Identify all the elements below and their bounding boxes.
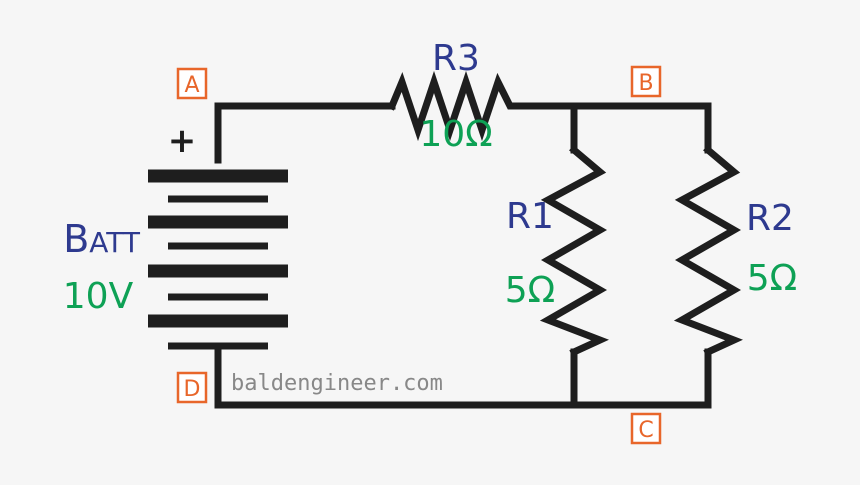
resistor-r3-name: R3 bbox=[432, 38, 480, 79]
battery-voltage-label: 10V bbox=[63, 276, 134, 317]
resistor-r1-value: 5Ω bbox=[505, 270, 555, 311]
node-c-marker: C bbox=[630, 412, 662, 445]
resistor-r3-value: 10Ω bbox=[419, 114, 492, 155]
node-d-box bbox=[176, 371, 208, 404]
node-d-label: D bbox=[184, 377, 201, 402]
wire-bottom bbox=[214, 342, 712, 409]
node-b-label: B bbox=[638, 71, 653, 96]
node-a-label: A bbox=[184, 73, 199, 98]
resistor-r2-value: 5Ω bbox=[747, 258, 797, 299]
battery-symbol bbox=[148, 169, 288, 350]
resistor-r2-symbol bbox=[673, 145, 743, 357]
resistor-r1-symbol bbox=[539, 145, 609, 357]
node-c-label: C bbox=[638, 418, 653, 443]
battery-name-initial: B bbox=[63, 217, 89, 261]
watermark-text: baldengineer.com bbox=[231, 371, 443, 396]
resistor-r1-name: R1 bbox=[506, 196, 554, 237]
battery-positive-sign: + bbox=[168, 121, 197, 161]
node-a-marker: A bbox=[176, 67, 208, 100]
node-c-box bbox=[630, 412, 662, 445]
resistor-r3-symbol bbox=[387, 70, 524, 142]
wires bbox=[214, 102, 712, 409]
node-a-box bbox=[176, 67, 208, 100]
node-d-marker: D bbox=[176, 371, 208, 404]
node-b-box bbox=[630, 65, 662, 98]
battery-name-rest: ATT bbox=[89, 226, 141, 259]
node-b-marker: B bbox=[630, 65, 662, 98]
resistor-r2-name: R2 bbox=[746, 198, 794, 239]
wire-top-left bbox=[214, 102, 396, 164]
battery-name-label: BATT bbox=[63, 217, 141, 261]
